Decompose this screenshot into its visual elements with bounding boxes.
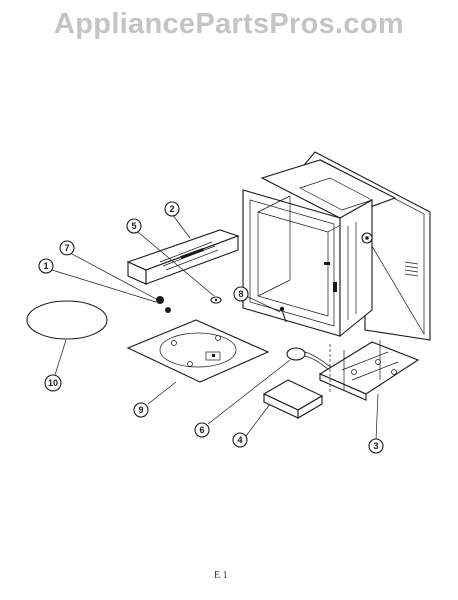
svg-text:2: 2 [169,204,174,214]
svg-text:7: 7 [64,243,69,253]
bracket-box-part [262,379,324,419]
callout-8: 8 [233,286,249,302]
svg-text:6: 6 [199,425,204,435]
callout-9: 9 [133,402,149,418]
roller-part [165,307,171,313]
callout-6: 6 [194,422,210,438]
screw-part [279,306,287,323]
page-mark: E 1 [214,570,228,581]
svg-text:8: 8 [238,289,243,299]
leader-lines [51,213,379,441]
svg-text:1: 1 [43,261,48,271]
base-plate-part [318,340,420,401]
microwave-cabinet [242,151,431,341]
svg-text:4: 4 [237,435,242,445]
top-bracket-part [126,229,240,285]
callout-5: 5 [126,218,142,234]
callout-4: 4 [232,432,248,448]
svg-text:5: 5 [131,221,136,231]
watermark-logo: AppliancePartsPros.com [54,8,404,40]
callout-7: 7 [59,240,75,256]
callout-10: 10 [44,374,62,392]
callout-2: 2 [164,201,180,217]
glass-tray-part [26,300,108,340]
svg-text:9: 9 [138,405,143,415]
svg-text:3: 3 [373,441,378,451]
callout-1: 1 [38,258,54,274]
floor-plate-part [126,319,270,383]
callout-3: 3 [368,438,384,454]
coupler-part [156,296,164,304]
svg-text:10: 10 [48,378,58,388]
